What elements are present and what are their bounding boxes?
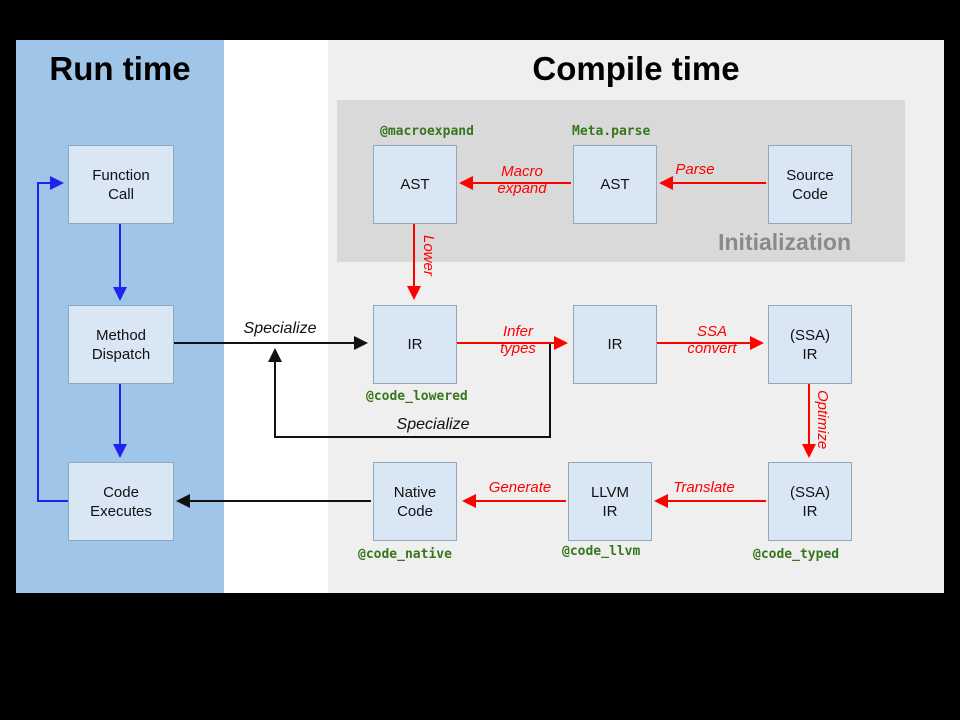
annotation-code-llvm: @code_llvm: [562, 544, 641, 559]
label-generate: Generate: [488, 479, 552, 496]
label-ssa-convert: SSA convert: [687, 323, 737, 357]
annotation-code-lowered: @code_lowered: [366, 389, 468, 404]
box-ast-2: AST: [573, 145, 657, 224]
annotation-meta-parse: Meta.parse: [572, 124, 651, 139]
box-ir-1: IR: [373, 305, 457, 384]
box-native-code: Native Code: [373, 462, 457, 541]
label-infer-types: Infer types: [500, 323, 536, 357]
compile-title: Compile time: [532, 50, 740, 87]
box-function-call: Function Call: [68, 145, 174, 224]
box-source-code: Source Code: [768, 145, 852, 224]
label-specialize-1: Specialize: [243, 320, 317, 337]
box-ast-1: AST: [373, 145, 457, 224]
annotation-code-typed: @code_typed: [753, 547, 840, 562]
label-specialize-2: Specialize: [396, 416, 470, 433]
box-code-executes: Code Executes: [68, 462, 174, 541]
box-ir-2: IR: [573, 305, 657, 384]
box-ssa-ir-1: (SSA) IR: [768, 305, 852, 384]
label-optimize: Optimize: [814, 390, 831, 450]
annotation-code-native: @code_native: [358, 547, 452, 562]
label-macro-expand: Macro expand: [497, 163, 547, 197]
label-parse: Parse: [675, 161, 715, 178]
label-lower: Lower: [420, 235, 437, 276]
runtime-title: Run time: [49, 50, 191, 87]
box-ssa-ir-2: (SSA) IR: [768, 462, 852, 541]
label-translate: Translate: [673, 479, 735, 496]
box-method-dispatch: Method Dispatch: [68, 305, 174, 384]
initialization-label: Initialization: [718, 229, 851, 255]
annotation-macroexpand: @macroexpand: [380, 124, 474, 139]
box-llvm-ir: LLVM IR: [568, 462, 652, 541]
